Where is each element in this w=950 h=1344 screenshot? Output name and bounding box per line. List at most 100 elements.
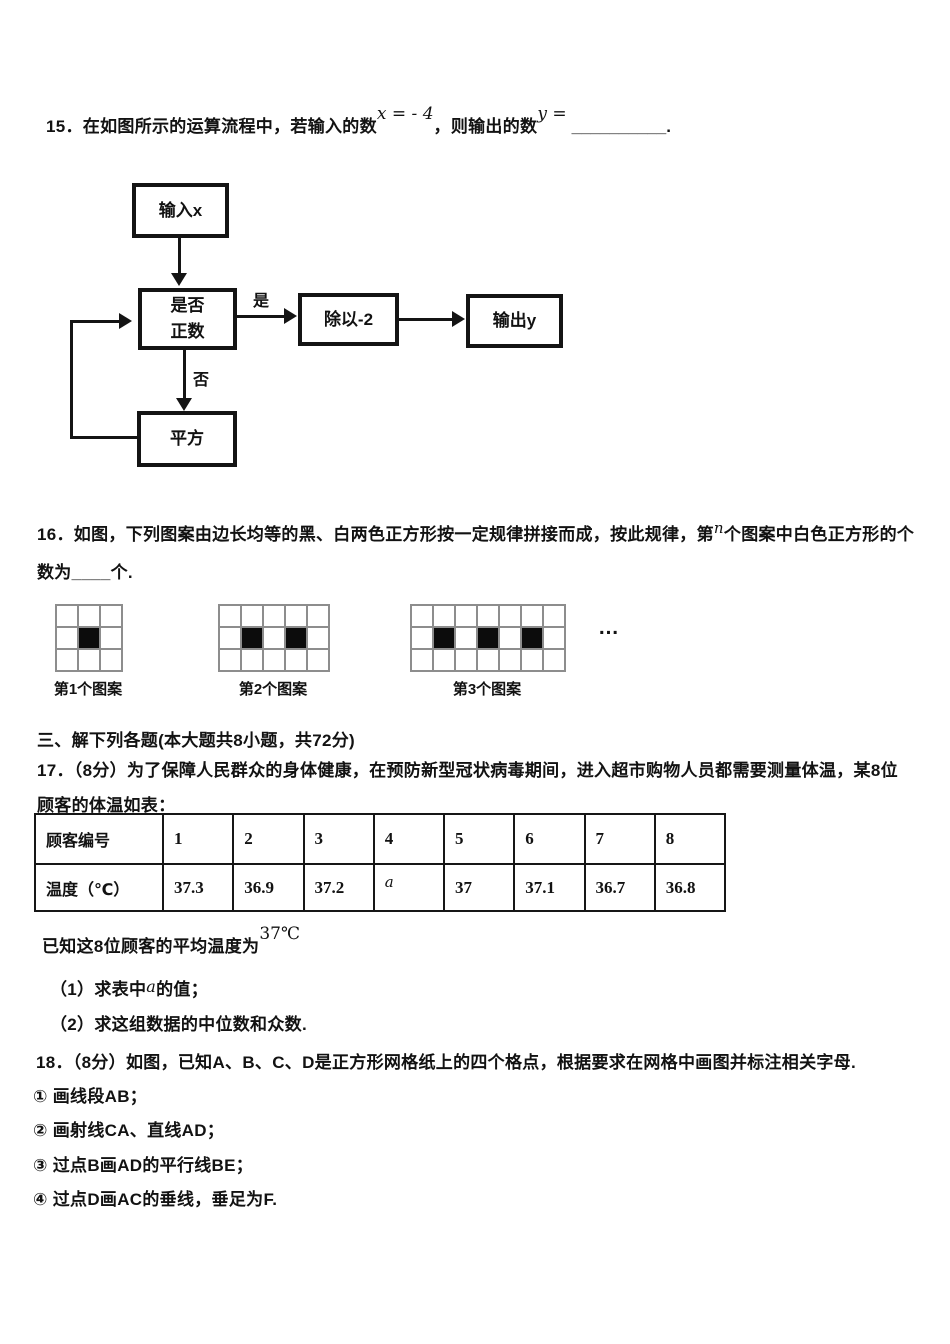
- question-16-line2: 数为____个.: [37, 563, 133, 582]
- white-square: [56, 649, 78, 671]
- flowchart-square-label: 平方: [170, 429, 204, 448]
- question-17-line1: 17．（8分）为了保障人民群众的身体健康，在预防新型冠状病毒期间，进入超市购物人…: [37, 761, 898, 780]
- white-square: [433, 649, 455, 671]
- header-cell: 8: [653, 813, 727, 865]
- white-square: [499, 605, 521, 627]
- ellipsis-dots: …: [598, 616, 621, 639]
- white-square: [56, 627, 78, 649]
- flowchart-input-label: 输入x: [158, 200, 203, 220]
- header-cell: 5: [442, 813, 516, 865]
- value-cell: 36.8: [653, 863, 727, 912]
- value-cell: 36.9: [232, 863, 305, 912]
- white-square: [241, 605, 263, 627]
- avg-prefix: 已知这8位顾客的平均温度为: [42, 937, 260, 956]
- header-cell: 4: [372, 813, 446, 865]
- black-square: [285, 627, 307, 649]
- white-square: [78, 649, 100, 671]
- value-cell: 37.2: [302, 863, 375, 912]
- white-square: [241, 649, 263, 671]
- q15-period: .: [666, 117, 672, 136]
- white-square: [100, 605, 122, 627]
- part1-suffix: 的值；: [156, 980, 209, 999]
- flowchart-input-box: 输入x: [132, 183, 229, 238]
- q15-math-x: x = - 4: [376, 104, 434, 124]
- avg-value: 37℃: [259, 924, 301, 944]
- white-square: [219, 649, 241, 671]
- white-square: [100, 649, 122, 671]
- white-square: [543, 605, 565, 627]
- part1-math-a: a: [146, 977, 157, 996]
- flowchart-decision-label: 是否正数: [170, 296, 205, 341]
- flowchart-square-box: 平方: [137, 411, 237, 467]
- white-square: [477, 649, 499, 671]
- flowchart-yes-label: 是: [253, 293, 270, 310]
- value-cell: 37.3: [161, 863, 235, 912]
- white-square: [285, 605, 307, 627]
- header-cell: 6: [513, 813, 586, 865]
- question-17-part2: （2）求这组数据的中位数和众数.: [50, 1015, 307, 1034]
- black-square: [433, 627, 455, 649]
- q18-item-4: ④ 过点D画AC的垂线，垂足为F.: [33, 1190, 278, 1209]
- value-cell: 36.7: [583, 863, 656, 912]
- white-square: [499, 649, 521, 671]
- white-square: [411, 649, 433, 671]
- white-square: [455, 627, 477, 649]
- pattern-grid-1: [55, 604, 123, 672]
- arrow-line-input-to-decision: [178, 236, 181, 274]
- white-square: [219, 627, 241, 649]
- pattern-label-2: 第2个图案: [238, 681, 308, 698]
- white-square: [78, 605, 100, 627]
- white-square: [285, 649, 307, 671]
- pattern-label-1: 第1个图案: [53, 681, 123, 698]
- white-square: [263, 605, 285, 627]
- question-15-text: 15．在如图所示的运算流程中，若输入的数x = - 4，则输出的数y = ___…: [46, 104, 672, 137]
- black-square: [521, 627, 543, 649]
- black-square: [78, 627, 100, 649]
- arrowhead-down-icon: [176, 398, 192, 411]
- flowchart-output-label: 输出y: [492, 311, 537, 330]
- section-3-header: 三、解下列各题(本大题共8小题，共72分): [37, 731, 355, 750]
- white-square: [100, 627, 122, 649]
- white-square: [411, 605, 433, 627]
- value-cell: 37.1: [513, 863, 586, 912]
- header-cell: 2: [232, 813, 305, 865]
- white-square: [56, 605, 78, 627]
- feedback-line-top: [70, 320, 120, 323]
- white-square: [263, 649, 285, 671]
- header-cell: 7: [583, 813, 656, 865]
- white-square: [307, 649, 329, 671]
- feedback-line-vertical: [70, 320, 73, 439]
- arrowhead-right-icon: [284, 308, 297, 324]
- flowchart-no-label: 否: [193, 372, 210, 389]
- feedback-line-bottom: [70, 436, 137, 439]
- flowchart-divide-label: 除以-2: [323, 309, 374, 329]
- flowchart-divide-box: 除以-2: [298, 293, 399, 346]
- flowchart-decision-box: 是否正数: [138, 288, 237, 350]
- arrow-line-decision-to-divide: [236, 315, 286, 318]
- black-square: [241, 627, 263, 649]
- q18-item-3: ③ 过点B画AD的平行线BE；: [33, 1156, 254, 1175]
- q18-item-2: ② 画射线CA、直线AD；: [33, 1121, 225, 1140]
- q15-prefix: 15．在如图所示的运算流程中，若输入的数: [46, 117, 377, 136]
- arrow-line-divide-to-output: [399, 318, 454, 321]
- part1-prefix: （1）求表中: [50, 980, 147, 999]
- white-square: [307, 627, 329, 649]
- math-a-value: a: [384, 873, 394, 891]
- white-square: [411, 627, 433, 649]
- arrowhead-right-icon: [119, 313, 132, 329]
- black-square: [477, 627, 499, 649]
- header-cell: 3: [302, 813, 375, 865]
- value-cell: 37: [442, 863, 516, 912]
- white-square: [455, 605, 477, 627]
- white-square: [263, 627, 285, 649]
- flowchart-figure: 输入x 是否正数 是 除以-2 输出y 否 平方: [0, 0, 950, 500]
- white-square: [455, 649, 477, 671]
- row-label-cell: 温度（℃）: [34, 863, 164, 912]
- q15-math-y: y =: [537, 104, 567, 124]
- white-square: [521, 605, 543, 627]
- question-17-line2: 顾客的体温如表：: [37, 796, 176, 815]
